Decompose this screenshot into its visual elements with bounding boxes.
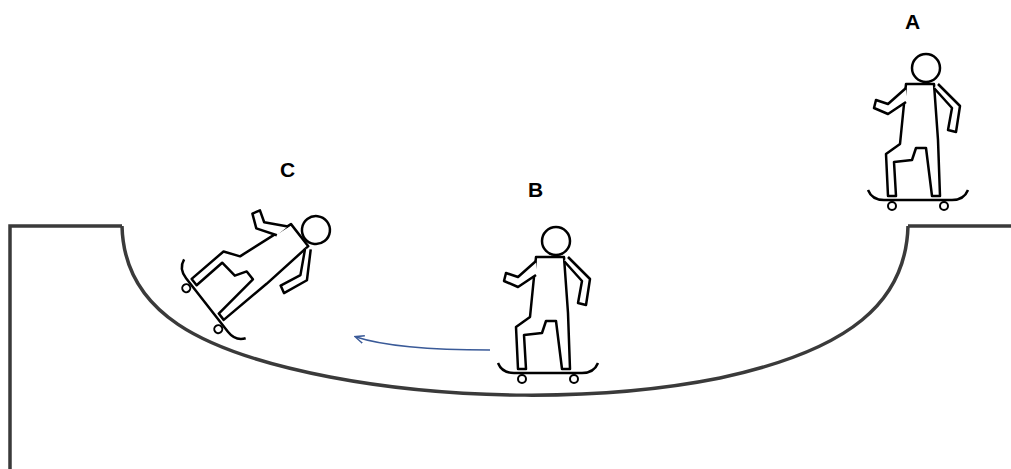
left-platform: [10, 226, 122, 469]
motion-arrow: [356, 337, 490, 350]
skater-figure: [498, 227, 598, 383]
position-label: C: [280, 158, 295, 182]
position-label: B: [528, 178, 543, 202]
half-pipe-curve: [122, 226, 908, 395]
skater-figure: [168, 176, 352, 351]
skater-figure: [868, 54, 968, 210]
right-platform: [908, 224, 1011, 228]
position-label: A: [905, 10, 920, 34]
